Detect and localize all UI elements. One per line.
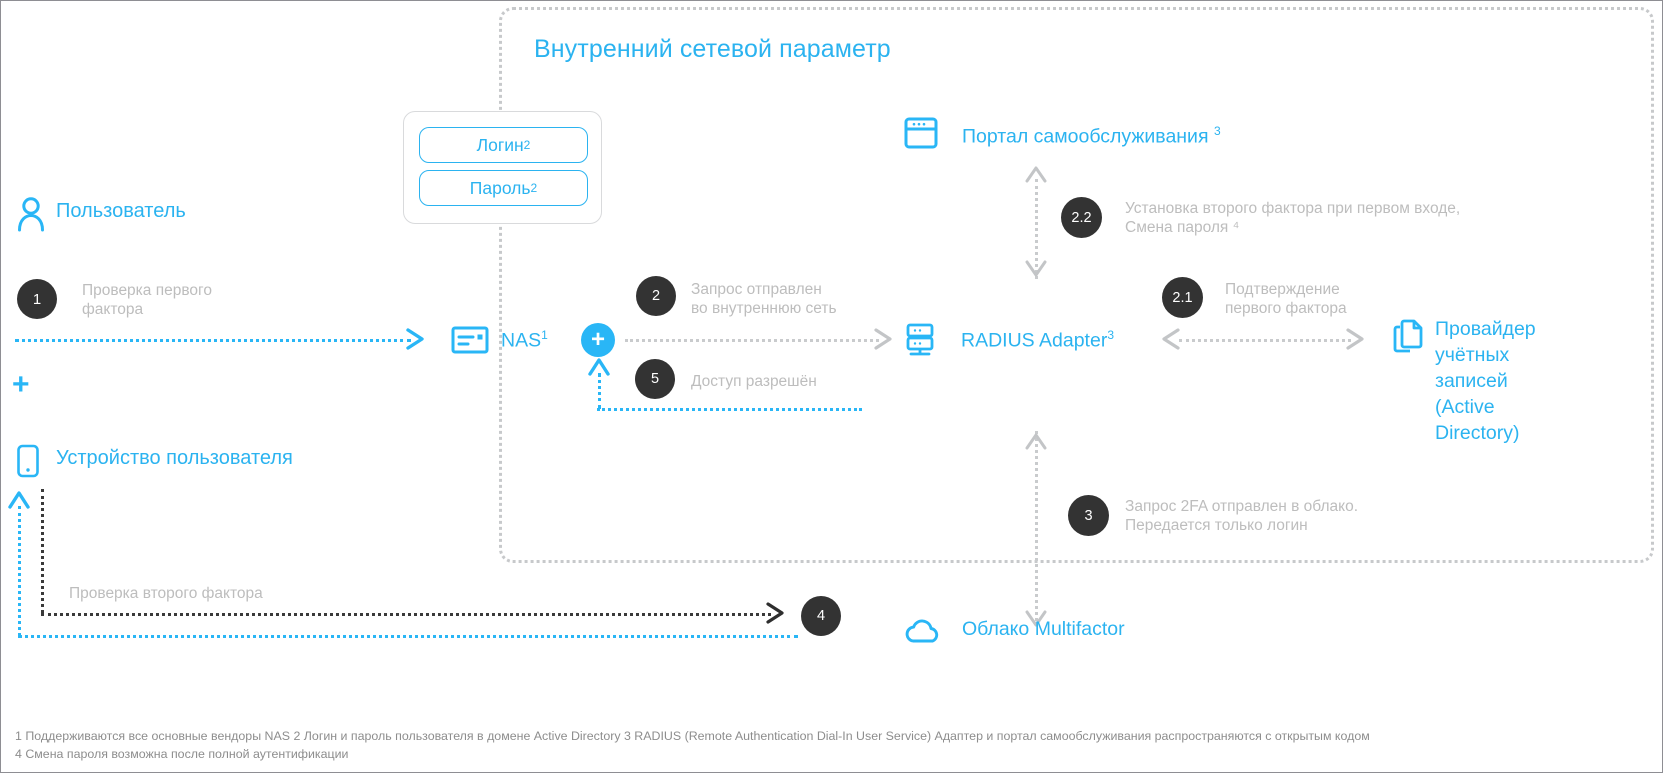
cloud-icon [904, 619, 942, 645]
cloud-label: Облако Multifactor [962, 618, 1125, 640]
portal-label: Портал самообслуживания 3 [962, 125, 1221, 147]
nas-label: NAS1 [501, 329, 548, 351]
password-footnote-marker: 2 [530, 181, 538, 195]
connector-radius-to-provider [1179, 339, 1351, 342]
arrowhead-left-radius [1160, 327, 1182, 351]
connector-bottom-blue [18, 635, 798, 638]
connector-second-factor-horizontal [41, 613, 771, 616]
step-text-3: Запрос 2FA отправлен в облако. Передаетс… [1125, 498, 1359, 535]
radius-label: RADIUS Adapter3 [961, 329, 1114, 351]
arrowhead-to-device [7, 488, 31, 510]
portal-footnote-marker: 3 [1213, 124, 1221, 138]
nas-card-icon [451, 326, 489, 354]
arrowhead-nas-to-radius [873, 327, 895, 351]
nas-label-text: NAS [501, 329, 542, 352]
login-footnote-marker: 2 [523, 138, 531, 152]
server-rack-icon [903, 323, 937, 357]
step-bubble-5: 5 [635, 359, 675, 399]
provider-label: Провайдер учётных записей (Active Direct… [1435, 318, 1536, 444]
plus-sign-user-device: + [12, 368, 30, 401]
arrowhead-down-cloud [1024, 609, 1048, 629]
connector-radius-to-cloud-vertical [1035, 431, 1038, 621]
connector-second-factor-vertical [41, 489, 44, 613]
browser-window-icon [904, 117, 938, 149]
internal-network-title: Внутренний сетевой параметр [534, 35, 891, 63]
mobile-device-icon [16, 444, 40, 478]
plus-circle-icon: + [581, 323, 615, 357]
connector-access-granted-vertical [598, 373, 601, 409]
step-text-2-1: Подтверждение первого фактора [1225, 281, 1347, 318]
step-text-2: Запрос отправлен во внутреннюю сеть [691, 281, 837, 318]
arrowhead-up-portal [1024, 164, 1048, 184]
arrowhead-access-granted [587, 355, 611, 377]
password-label: Пароль [469, 177, 531, 198]
connector-user-to-nas [15, 339, 411, 342]
step-text-1: Проверка первого фактора [82, 282, 212, 319]
login-label: Логин [476, 134, 524, 155]
arrowhead-up-radius-cloud [1024, 431, 1048, 451]
arrowhead-down-radius [1024, 259, 1048, 279]
step-text-2-2: Установка второго фактора при первом вхо… [1125, 200, 1461, 237]
step-bubble-2-2: 2.2 [1061, 197, 1102, 238]
documents-icon [1391, 319, 1425, 353]
nas-footnote-marker: 1 [541, 328, 548, 342]
user-label: Пользователь [56, 200, 186, 222]
device-label: Устройство пользователя [56, 447, 293, 469]
arrowhead-right-provider [1345, 327, 1367, 351]
step-bubble-1: 1 [17, 279, 57, 319]
second-factor-check-label: Проверка второго фактора [69, 585, 263, 602]
radius-label-text: RADIUS Adapter [961, 329, 1108, 352]
connector-cloud-to-device-vertical [18, 506, 21, 636]
step-bubble-4: 4 [801, 596, 841, 636]
connector-portal-radius-vertical [1035, 179, 1038, 279]
user-icon [15, 197, 47, 232]
footnotes: 1 Поддерживаются все основные вендоры NA… [15, 729, 1370, 761]
step-bubble-3: 3 [1068, 495, 1109, 536]
step-text-5: Доступ разрешён [691, 373, 817, 390]
arrowhead-user-to-nas [405, 327, 427, 351]
internal-network-region [499, 7, 1654, 563]
radius-footnote-marker: 3 [1107, 328, 1115, 342]
step-bubble-2: 2 [636, 276, 676, 316]
arrowhead-second-factor [765, 601, 787, 625]
connector-nas-to-radius [625, 339, 879, 342]
step-bubble-2-1: 2.1 [1162, 277, 1203, 318]
connector-access-granted-horizontal [597, 408, 862, 411]
portal-label-text: Портал самообслуживания [962, 125, 1209, 148]
